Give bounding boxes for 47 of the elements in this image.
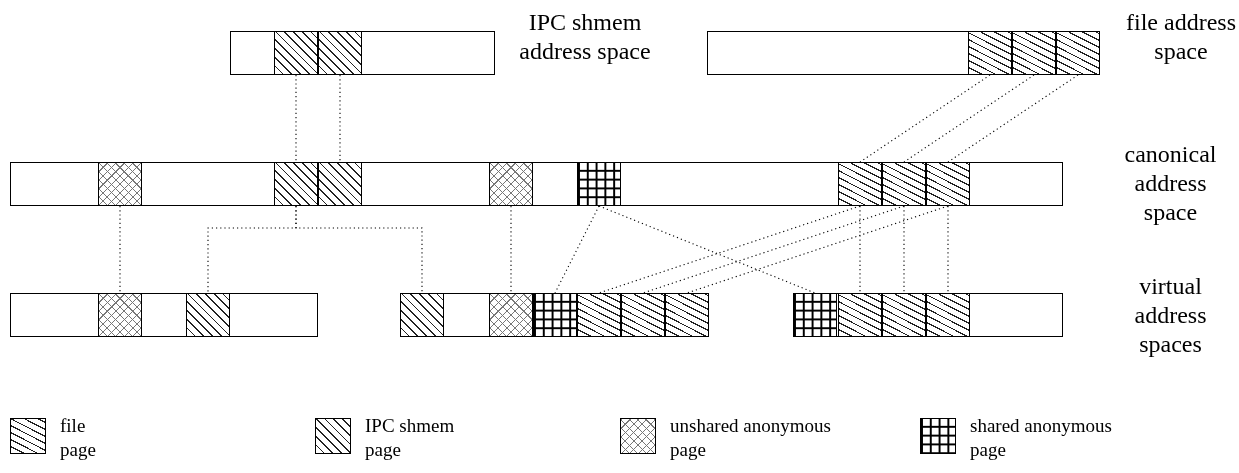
address-space-label: file address space: [1125, 8, 1237, 66]
page-box: [185, 292, 230, 337]
page-box: [837, 292, 882, 337]
page-box: [925, 292, 970, 337]
page-box: [576, 292, 621, 337]
page-box: [967, 30, 1012, 75]
dotted-connector: [903, 205, 905, 294]
page-box: [837, 161, 882, 206]
page-box: [576, 161, 621, 206]
page-box: [488, 292, 533, 337]
page-box: [97, 292, 142, 337]
address-space-bar: [400, 293, 708, 337]
page-box: [1011, 30, 1056, 75]
page-box: [317, 30, 362, 75]
address-space-label: IPC shmem address space: [518, 8, 652, 66]
page-box: [792, 292, 837, 337]
page-box: [488, 161, 533, 206]
page-box: [881, 292, 926, 337]
address-space-bar: [10, 293, 318, 337]
address-space-bar: [707, 31, 1100, 75]
page-box: [317, 161, 362, 206]
page-box: [273, 30, 318, 75]
page-box: [925, 161, 970, 206]
address-space-bar: [10, 162, 1063, 206]
legend-label: IPC shmem page: [365, 414, 456, 462]
legend-label: shared anonymous page: [970, 414, 1113, 462]
legend-label: file page: [60, 414, 97, 462]
page-box: [532, 292, 577, 337]
page-box: [620, 292, 665, 337]
page-box: [664, 292, 709, 337]
address-space-bar: [230, 31, 495, 75]
dotted-connector: [510, 205, 512, 294]
dotted-connector: [295, 74, 297, 163]
dotted-connector: [339, 74, 341, 163]
page-box: [399, 292, 444, 337]
page-box: [1055, 30, 1100, 75]
dotted-connector: [947, 205, 949, 294]
legend-label: unshared anonymous page: [670, 414, 832, 462]
page-box: [97, 161, 142, 206]
address-space-bar: [793, 293, 1063, 337]
address-space-label: virtual address spaces: [1133, 272, 1208, 359]
page-box: [881, 161, 926, 206]
address-space-label: canonical address space: [1123, 140, 1218, 227]
page-box: [273, 161, 318, 206]
dotted-connector: [859, 205, 861, 294]
dotted-connector: [119, 205, 121, 294]
dotted-connector: [295, 205, 423, 294]
